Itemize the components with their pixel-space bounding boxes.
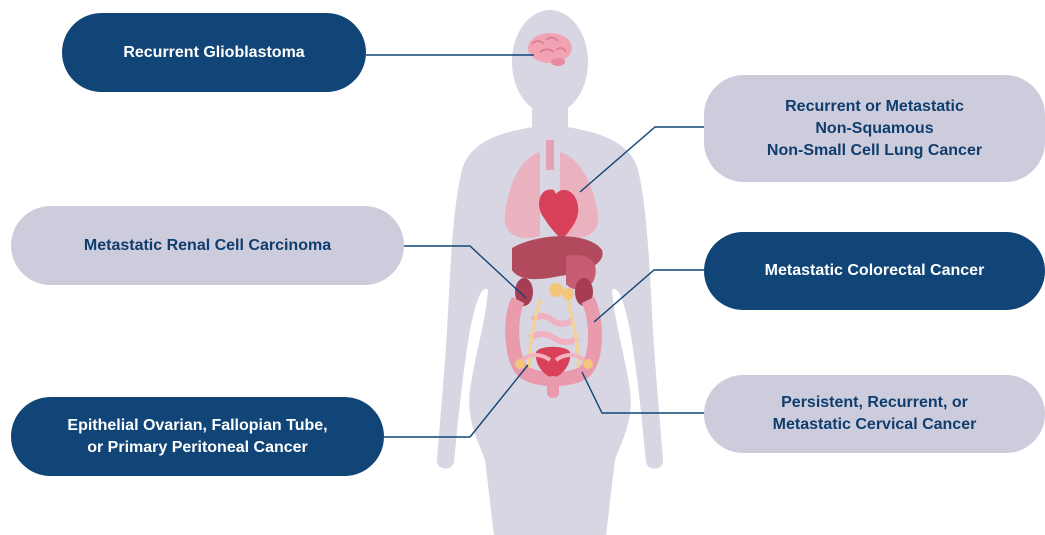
label-colorectal-line-1: Metastatic Colorectal Cancer <box>765 260 985 282</box>
label-cervical-line-1: Persistent, Recurrent, or <box>773 392 977 414</box>
label-lung: Recurrent or Metastatic Non-Squamous Non… <box>704 75 1045 182</box>
label-renal-line-1: Metastatic Renal Cell Carcinoma <box>84 235 331 257</box>
trachea-organ <box>546 140 554 170</box>
label-cervical-line-2: Metastatic Cervical Cancer <box>773 414 977 436</box>
label-lung-line-2: Non-Squamous <box>767 118 982 140</box>
label-glioblastoma: Recurrent Glioblastoma <box>62 13 366 92</box>
label-glioblastoma-line-1: Recurrent Glioblastoma <box>123 42 304 64</box>
label-ovarian: Epithelial Ovarian, Fallopian Tube, or P… <box>11 397 384 476</box>
label-colorectal: Metastatic Colorectal Cancer <box>704 232 1045 310</box>
label-cervical: Persistent, Recurrent, or Metastatic Cer… <box>704 375 1045 453</box>
label-renal: Metastatic Renal Cell Carcinoma <box>11 206 404 285</box>
label-lung-line-1: Recurrent or Metastatic <box>767 96 982 118</box>
label-ovarian-line-2: or Primary Peritoneal Cancer <box>67 437 327 459</box>
label-ovarian-line-1: Epithelial Ovarian, Fallopian Tube, <box>67 415 327 437</box>
label-lung-line-3: Non-Small Cell Lung Cancer <box>767 140 982 162</box>
